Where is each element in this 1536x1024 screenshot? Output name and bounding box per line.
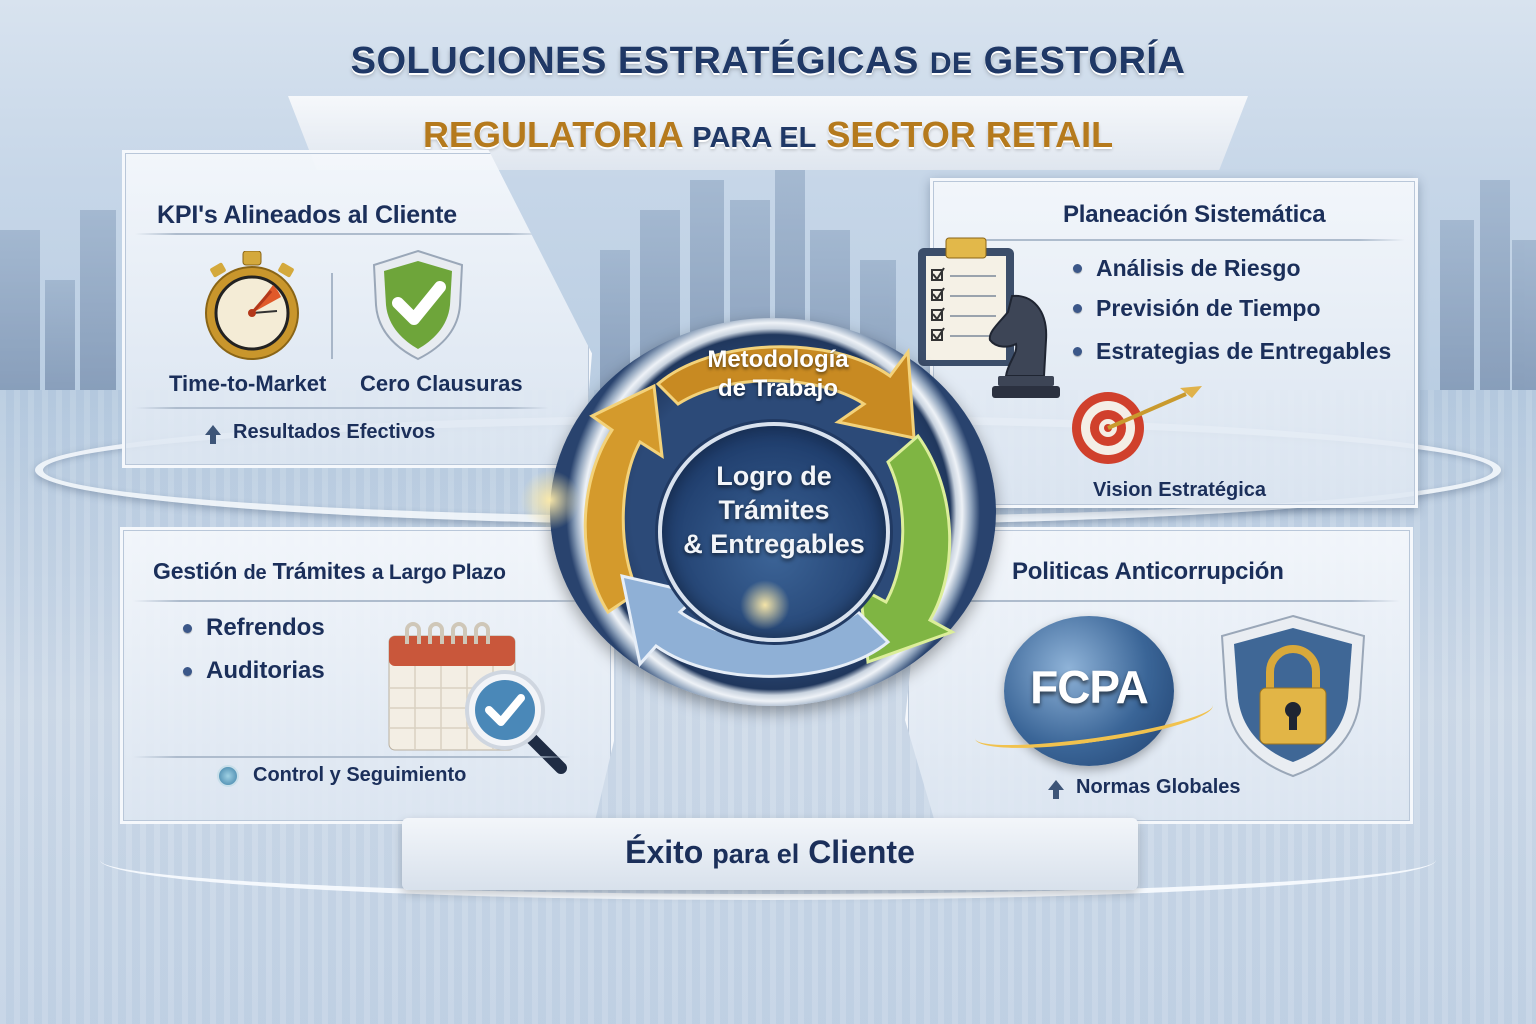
divider — [135, 407, 549, 409]
panel-gestion: Gestión de Trámites a Largo Plazo Refren… — [120, 527, 614, 824]
footer-banner: Éxito para el Cliente — [402, 818, 1138, 890]
title-word: DE — [929, 47, 973, 80]
sparkle-glow — [740, 580, 790, 630]
bullet-label: Auditorias — [206, 657, 325, 684]
footer-word: Éxito — [625, 834, 704, 870]
title-word: GESTORÍA — [983, 40, 1186, 82]
kpi-label-cero-clausuras: Cero Clausuras — [360, 371, 523, 396]
compass-icon — [217, 764, 239, 787]
fcpa-label: FCPA — [1030, 661, 1149, 713]
gestion-footer: Control y Seguimiento — [217, 764, 466, 787]
footer-wave — [100, 860, 1436, 900]
title-line-2: REGULATORIA PARA EL SECTOR RETAIL — [280, 114, 1256, 156]
bullet-label: Previsión de Tiempo — [1096, 295, 1321, 321]
heading-part: Gestión — [153, 558, 238, 584]
target-arrow-icon — [1072, 386, 1202, 464]
center-label: Logro de Trámites & Entregables — [658, 460, 890, 561]
bullet-label: Refrendos — [206, 614, 325, 641]
bullet-item: Previsión de Tiempo — [1073, 295, 1321, 322]
clipboard-checklist-icon — [918, 237, 1060, 398]
bullet-dot-icon — [1073, 264, 1082, 273]
heading-part: Trámites — [272, 558, 366, 584]
bullet-item: Refrendos — [183, 614, 325, 642]
panel-heading: Politicas Anticorrupción — [1012, 558, 1284, 585]
globe-icon: FCPA — [972, 616, 1216, 766]
center-line: Trámites — [718, 494, 830, 525]
bullet-dot-icon — [183, 623, 192, 633]
center-line: Logro de — [716, 461, 832, 491]
kpi-label-time-to-market: Time-to-Market — [169, 371, 327, 396]
politicas-footer: Normas Globales — [1048, 776, 1241, 799]
divider — [331, 273, 333, 359]
methodology-line: Metodología — [707, 346, 849, 373]
bullet-item: Estrategias de Entregables — [1073, 338, 1391, 365]
kpi-footer: Resultados Efectivos — [205, 421, 435, 444]
heading-part: a Largo Plazo — [371, 561, 506, 584]
footer-word: para el — [712, 839, 800, 869]
divider — [918, 600, 1400, 602]
title-word: PARA EL — [692, 122, 817, 154]
shield-lock-icon — [1220, 614, 1366, 778]
calendar-icon — [388, 622, 567, 774]
footer-text: Éxito para el Cliente — [402, 834, 1138, 871]
bullet-item: Análisis de Riesgo — [1073, 255, 1301, 282]
title-word: REGULATORIA — [422, 114, 683, 155]
gestion-footer-label: Control y Seguimiento — [253, 764, 467, 786]
methodology-label: Metodología de Trabajo — [678, 346, 878, 404]
bullet-label: Estrategias de Entregables — [1096, 338, 1392, 364]
panel-heading: Planeación Sistemática — [1063, 201, 1326, 228]
shield-check-icon — [372, 249, 464, 361]
stopwatch-icon — [205, 251, 299, 360]
planeacion-footer-label: Vision Estratégica — [1093, 479, 1267, 501]
methodology-cycle: Metodología de Trabajo Logro de Trámites… — [538, 312, 1008, 712]
divider — [133, 600, 601, 602]
title-word: SOLUCIONES ESTRATÉGICAS — [350, 40, 919, 82]
divider — [943, 239, 1405, 241]
panel-heading: Gestión de Trámites a Largo Plazo — [153, 558, 506, 585]
divider — [133, 756, 571, 758]
bullet-dot-icon — [183, 666, 192, 676]
center-line: & Entregables — [683, 528, 865, 559]
kpi-footer-label: Resultados Efectivos — [233, 421, 436, 443]
sparkle-glow — [520, 470, 580, 530]
magnifier-check-icon — [465, 670, 567, 774]
panel-kpis: KPI's Alineados al Cliente Time-to-Marke… — [122, 150, 592, 468]
panel-politicas: Politicas Anticorrupción FCPA Normas Glo… — [905, 527, 1413, 824]
bullet-item: Auditorias — [183, 657, 325, 685]
chess-knight-icon — [988, 294, 1060, 398]
arrow-up-icon — [1048, 780, 1064, 799]
arrow-up-icon — [205, 425, 221, 444]
divider — [135, 233, 549, 235]
methodology-line: de Trabajo — [717, 374, 839, 402]
bullet-dot-icon — [1073, 304, 1082, 313]
panel-heading: KPI's Alineados al Cliente — [157, 201, 457, 229]
title-line-1: SOLUCIONES ESTRATÉGICAS DE GESTORÍA — [280, 40, 1256, 83]
politicas-footer-label: Normas Globales — [1076, 776, 1241, 798]
bullet-label: Análisis de Riesgo — [1096, 255, 1301, 281]
bullet-dot-icon — [1073, 347, 1082, 356]
title-word: SECTOR RETAIL — [826, 114, 1114, 155]
title-banner: SOLUCIONES ESTRATÉGICAS DE GESTORÍA REGU… — [280, 22, 1256, 170]
footer-word: Cliente — [808, 834, 915, 870]
heading-part: de — [243, 562, 267, 584]
